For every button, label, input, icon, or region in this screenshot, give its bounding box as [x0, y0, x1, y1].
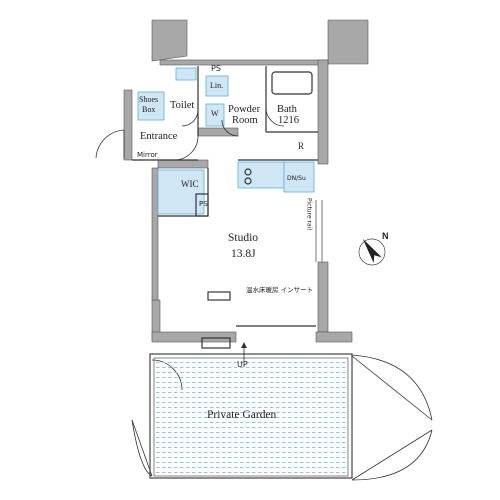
- ps-wic-label: PS: [199, 200, 208, 208]
- north-arrow-icon: [358, 238, 386, 266]
- entrance-door-swing: [95, 129, 125, 159]
- toilet-door-swing: [181, 109, 199, 127]
- toilet-label: Toilet: [170, 100, 195, 111]
- powder-room-line-1: Powder: [228, 104, 261, 115]
- doors: [95, 107, 433, 481]
- wic-wall: [157, 159, 209, 169]
- stove-burner-1: [244, 168, 252, 176]
- right-top-shaft: [327, 19, 369, 65]
- garden-paving: [153, 357, 349, 477]
- studio-size-label: 13.8J: [231, 248, 256, 260]
- entrance-label: Entrance: [140, 131, 178, 142]
- powder-door-swing: [221, 119, 239, 137]
- shoes-box-line-2: Box: [142, 105, 156, 114]
- wic-space: [157, 169, 205, 215]
- bath-size-label: 1216: [278, 115, 299, 126]
- bottom-wall-right: [315, 331, 353, 343]
- gate-right-leaf-2: [351, 429, 433, 481]
- bathtub: [271, 71, 313, 95]
- right-wall-upper: [317, 59, 329, 165]
- gate-right-leaf-1: [351, 355, 433, 421]
- floor-heating-insert: [207, 291, 231, 301]
- wic-label: WIC: [181, 179, 199, 189]
- left-top-shaft: [151, 19, 188, 62]
- left-wall-mid: [151, 167, 159, 301]
- washbasin: [205, 103, 225, 127]
- picture-rail-window: [315, 200, 323, 262]
- shoes-box: [137, 91, 165, 121]
- powder-room-line-2: Room: [232, 115, 258, 126]
- sliding-door-unit: [201, 337, 231, 349]
- bottom-wall-left: [151, 331, 237, 343]
- up-label: UP: [237, 360, 248, 369]
- gate-right-swing-2: [351, 429, 433, 481]
- dn-su-label: DN/Su: [287, 175, 306, 182]
- gate-left-leaf: [131, 419, 153, 477]
- studio-door-swing: [173, 135, 199, 161]
- shoes-box-line-1: Shoes: [139, 95, 159, 104]
- garden-fence: [149, 353, 353, 479]
- floor-heating-label: 温水床暖房 インサート: [246, 286, 314, 294]
- gate-right-swing-1: [351, 354, 433, 421]
- toilet-fixture: [175, 67, 197, 81]
- studio-label: Studio: [228, 232, 259, 244]
- walls: [123, 19, 369, 343]
- right-wall-lower: [317, 261, 329, 333]
- ps-top-label: PS: [211, 64, 221, 73]
- top-wall: [159, 59, 329, 66]
- mirror-label: Mirror: [137, 151, 158, 159]
- picture-rail-label: Picture rail: [305, 198, 313, 231]
- fridge: [283, 161, 315, 193]
- lin-label: Lin.: [210, 81, 224, 90]
- kitchen-counter: [237, 161, 285, 189]
- bath-label: Bath: [277, 104, 297, 115]
- ps-box: [195, 193, 209, 217]
- north-label: N: [382, 231, 389, 241]
- stove-burner-2: [244, 177, 252, 185]
- bath-door-swing: [265, 107, 285, 127]
- step-up-arrowhead: [241, 342, 247, 348]
- private-garden-label: Private Garden: [207, 409, 277, 421]
- lin-cabinet: [205, 75, 229, 97]
- entrance-wall-left: [123, 89, 133, 161]
- partitions: [132, 66, 318, 349]
- r-label: R: [298, 141, 305, 151]
- w-label: W: [211, 109, 219, 118]
